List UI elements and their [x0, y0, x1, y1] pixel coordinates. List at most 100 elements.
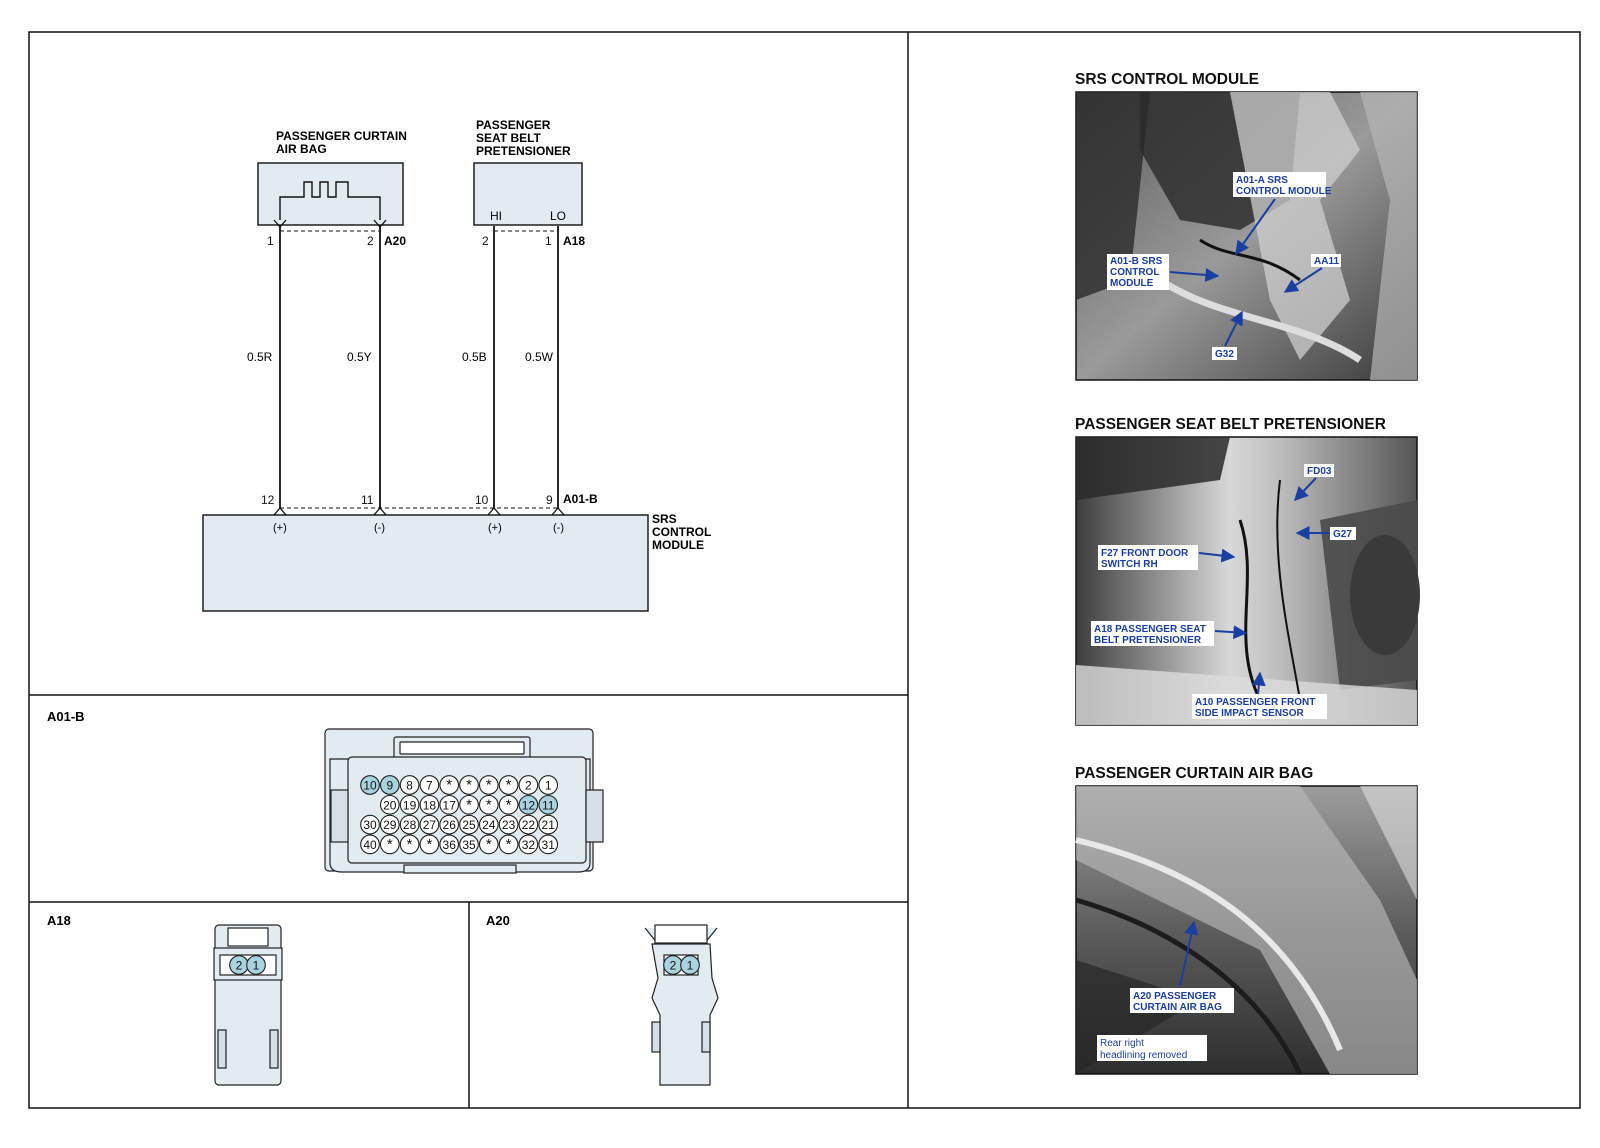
svg-text:31: 31	[542, 838, 556, 852]
pin-number: 2	[482, 234, 489, 248]
connector-pin: *	[459, 775, 479, 795]
airbag-component	[257, 162, 404, 226]
svg-text:27: 27	[423, 818, 437, 832]
airbag-label: AIR BAG	[276, 142, 327, 156]
svg-text:*: *	[407, 836, 413, 853]
svg-text:7: 7	[426, 779, 433, 793]
pretensioner-component	[473, 162, 583, 226]
svg-text:8: 8	[406, 779, 413, 793]
pin-number: 11	[361, 493, 374, 507]
connector-pin: 29	[379, 814, 400, 835]
callout-f27: F27 FRONT DOOR SWITCH RH	[1098, 545, 1198, 570]
connector-pin: 40	[360, 834, 380, 855]
svg-text:12: 12	[522, 798, 536, 812]
a20-view-title: A20	[486, 913, 510, 928]
svg-text:18: 18	[423, 798, 437, 812]
callout-g27: G27	[1330, 527, 1356, 540]
connector-pin: 9	[379, 775, 400, 795]
svg-text:2: 2	[236, 959, 243, 973]
connector-pin: 7	[419, 775, 440, 795]
srs-module-label: SRS	[652, 512, 677, 526]
polarity-label: (+)	[488, 522, 502, 534]
svg-text:*: *	[486, 836, 492, 853]
schematic: PASSENGER CURTAIN AIR BAG PASSENGER SEAT…	[202, 118, 711, 612]
svg-text:SWITCH RH: SWITCH RH	[1101, 559, 1158, 570]
svg-text:*: *	[486, 777, 492, 794]
connector-pin: 8	[399, 775, 420, 795]
connector-pin: 31	[538, 834, 559, 855]
pin-number: 12	[261, 493, 275, 507]
connector-pin: 36	[439, 834, 460, 855]
svg-text:BELT PRETENSIONER: BELT PRETENSIONER	[1094, 635, 1202, 646]
wire-color-label: 0.5B	[462, 350, 487, 364]
connector-pin: 17	[439, 794, 460, 815]
connector-pin: *	[399, 834, 420, 855]
svg-text:1: 1	[687, 959, 694, 973]
a18-view-title: A18	[47, 913, 71, 928]
connector-pin: 30	[360, 814, 380, 835]
wire-color-label: 0.5W	[525, 350, 554, 364]
pretensioner-callouts: FD03 G27 F27 FRONT DOOR SWITCH RH A18 PA…	[1091, 464, 1356, 719]
pin-number: 1	[545, 234, 552, 248]
svg-text:*: *	[486, 796, 492, 813]
terminal-arrow	[373, 507, 387, 516]
svg-text:36: 36	[443, 838, 457, 852]
polarity-label: (-)	[374, 522, 385, 534]
pin-number: 10	[475, 493, 489, 507]
callout-arrow	[1283, 267, 1323, 293]
callout-arrow	[1224, 310, 1243, 347]
connector-pin: 28	[399, 814, 420, 835]
svg-text:*: *	[426, 836, 432, 853]
pretensioner-label: PRETENSIONER	[476, 144, 571, 158]
svg-text:1: 1	[545, 779, 552, 793]
wires	[279, 226, 559, 508]
callout-arrow	[1251, 671, 1266, 695]
svg-text:MODULE: MODULE	[1110, 278, 1154, 289]
connector-pin: 1	[538, 775, 559, 795]
svg-text:17: 17	[443, 798, 457, 812]
srs-photo-title: SRS CONTROL MODULE	[1075, 71, 1259, 88]
srs-module-box	[202, 514, 649, 612]
squib-symbol	[279, 181, 381, 220]
svg-text:29: 29	[383, 818, 397, 832]
connector-pin: 12	[518, 794, 539, 815]
callout-arrow	[1198, 548, 1236, 563]
srs-callouts: A01-A SRS CONTROL MODULE A01-B SRS CONTR…	[1107, 172, 1341, 360]
svg-text:*: *	[506, 836, 512, 853]
svg-text:A10 PASSENGER FRONT: A10 PASSENGER FRONT	[1195, 697, 1315, 708]
connector-id-a18: A18	[563, 234, 585, 248]
connector-pin: 32	[518, 834, 539, 855]
connector-pin: *	[419, 834, 440, 855]
svg-text:A18 PASSENGER SEAT: A18 PASSENGER SEAT	[1094, 624, 1206, 635]
pin-number: 2	[367, 234, 374, 248]
connector-pin: 19	[399, 794, 420, 815]
svg-text:SIDE IMPACT SENSOR: SIDE IMPACT SENSOR	[1195, 708, 1304, 719]
terminal-arrow	[273, 507, 287, 516]
polarity-label: (+)	[273, 522, 287, 534]
sheet-frame	[28, 31, 1581, 1109]
connector-pin: 22	[518, 814, 539, 835]
pretensioner-label: PASSENGER	[476, 118, 551, 132]
callout-arrow	[1235, 198, 1276, 256]
connector-pin: *	[379, 834, 400, 855]
callout-g32: G32	[1212, 347, 1237, 360]
svg-text:9: 9	[386, 779, 393, 793]
connector-pin: 35	[459, 834, 479, 855]
connector-pin: *	[478, 834, 499, 855]
svg-text:A01-B SRS: A01-B SRS	[1110, 256, 1163, 267]
svg-text:Rear right: Rear right	[1100, 1038, 1144, 1049]
connector-pin: 1	[680, 955, 700, 975]
svg-text:1: 1	[253, 959, 260, 973]
terminal-arrow	[551, 507, 565, 516]
connector-id-a20: A20	[384, 234, 406, 248]
connector-pin: 23	[498, 814, 519, 835]
connector-pin: 25	[459, 814, 479, 835]
svg-text:*: *	[387, 836, 393, 853]
srs-photo	[1075, 91, 1418, 381]
a01b-view-title: A01-B	[47, 709, 85, 724]
svg-text:2: 2	[525, 779, 532, 793]
polarity-label: (-)	[553, 522, 564, 534]
airbag-photo-title: PASSENGER CURTAIN AIR BAG	[1075, 765, 1313, 782]
terminal-arrow	[487, 507, 501, 516]
